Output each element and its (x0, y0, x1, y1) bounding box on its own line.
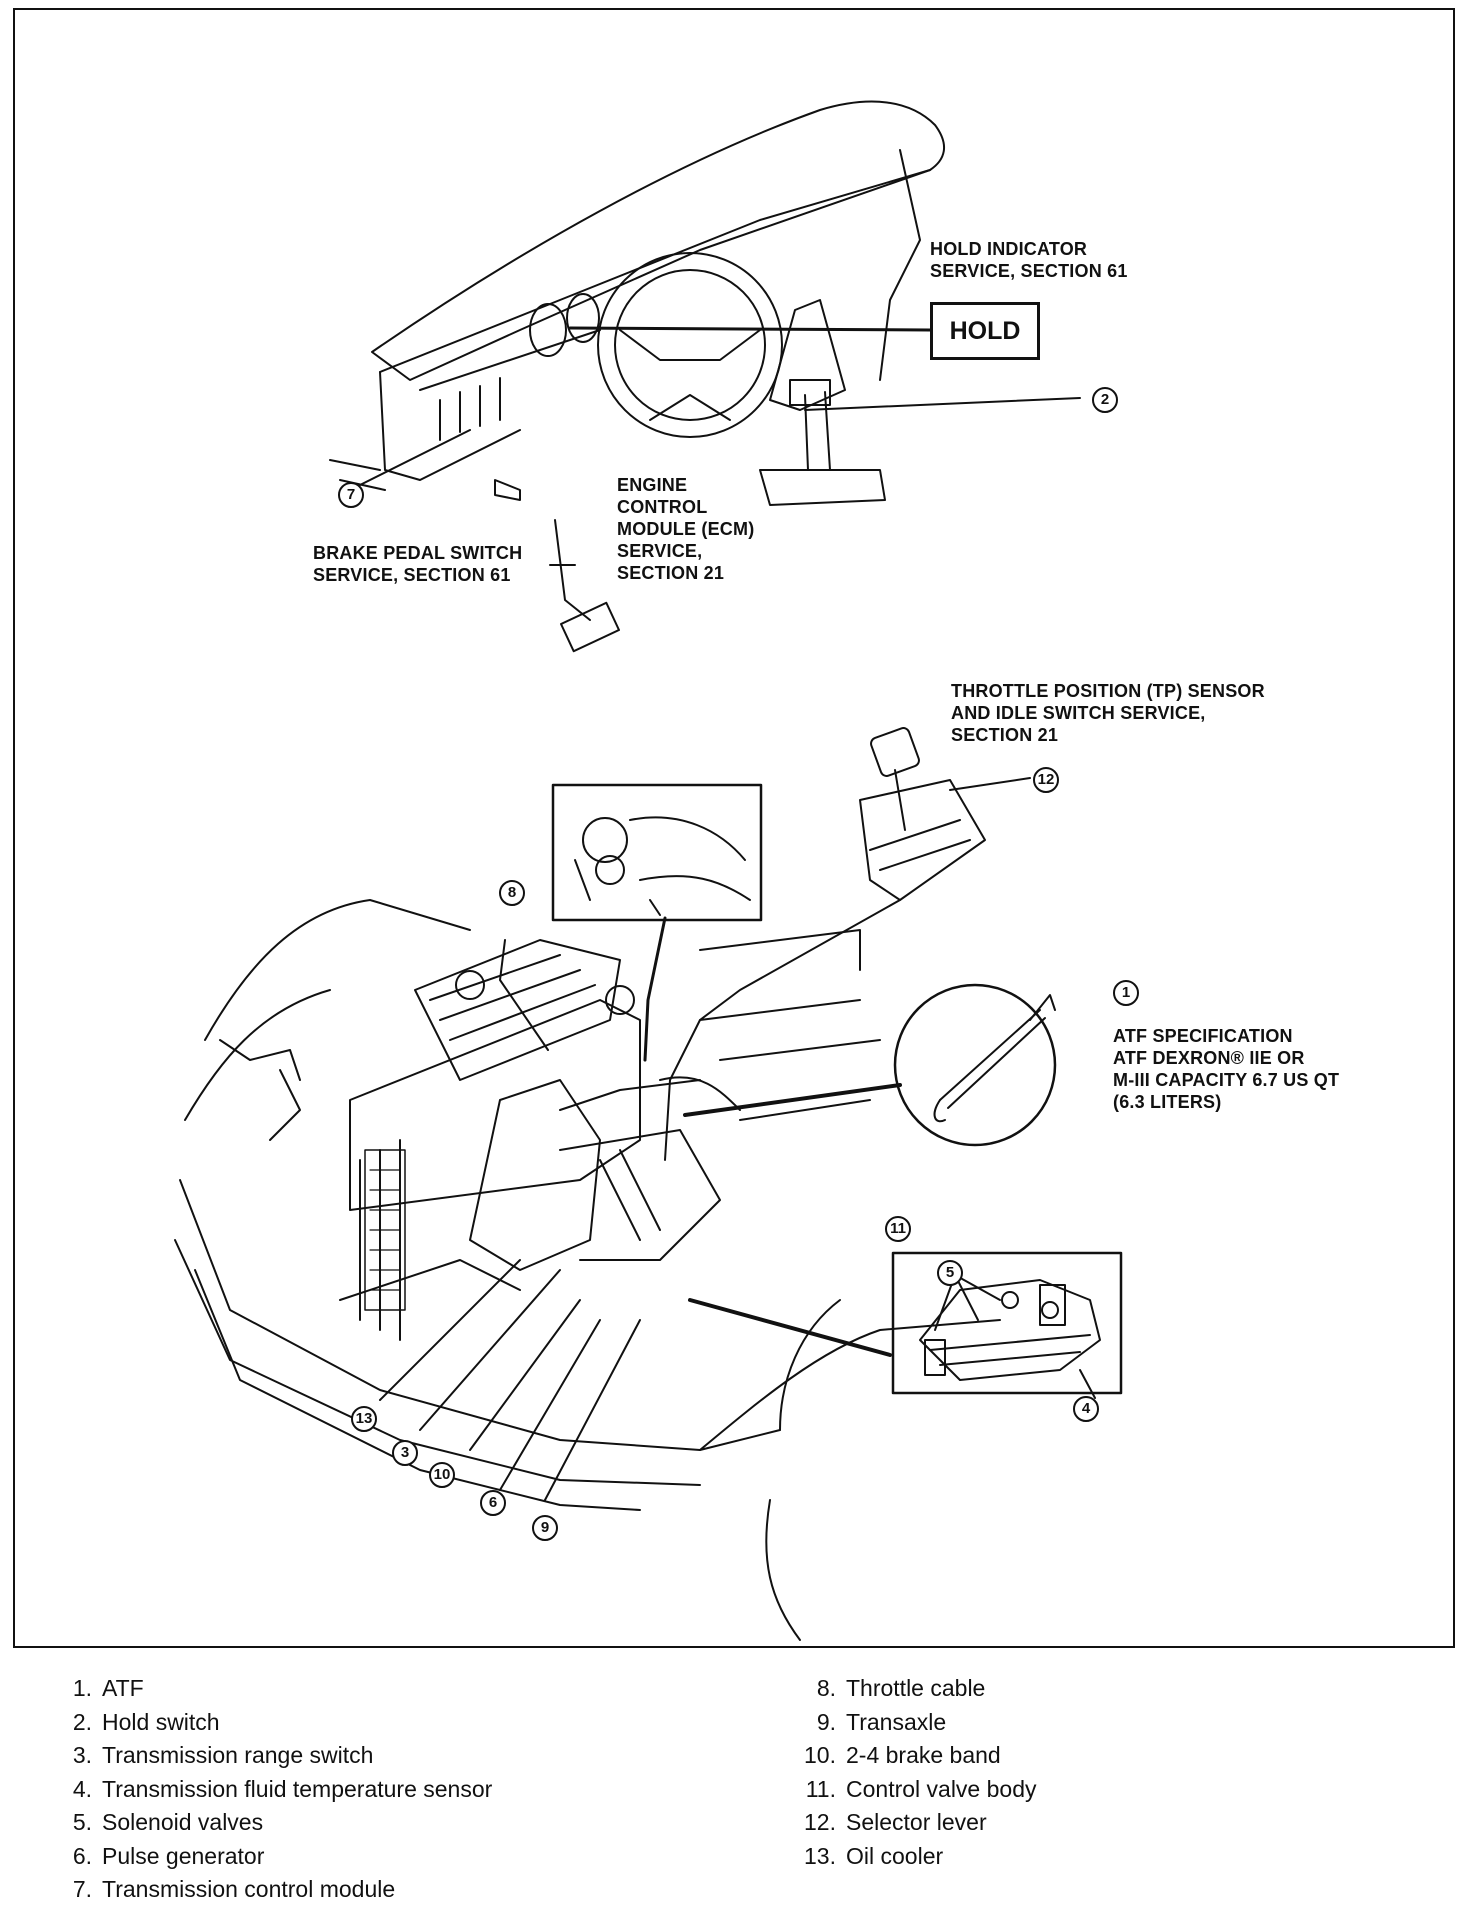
legend-text: Transmission fluid temperature sensor (102, 1775, 493, 1802)
legend-item: 12. Selector lever (786, 1806, 1037, 1840)
marker-13: 13 (351, 1406, 377, 1432)
marker-11: 11 (885, 1216, 911, 1242)
legend-text: Throttle cable (846, 1675, 986, 1701)
legend-item: 6. Pulse generator (46, 1840, 492, 1874)
diagram-frame (13, 8, 1455, 1648)
engine-inset-illustration (574, 816, 751, 916)
legend-text: ATF (102, 1675, 144, 1701)
marker-5: 5 (937, 1260, 963, 1286)
legend-item: 3. Transmission range switch (46, 1739, 492, 1773)
marker-9: 9 (532, 1515, 558, 1541)
legend-left-column: 1. ATF 2. Hold switch 3. Transmission range… (46, 1672, 493, 1907)
legend-text: 2-4 brake band (846, 1742, 1001, 1768)
marker-2: 2 (1092, 387, 1118, 413)
selector-lever-illustration (664, 727, 1031, 1161)
marker-10: 10 (429, 1462, 455, 1488)
legend-item: 7. Transmission control module (46, 1873, 492, 1907)
legend-text: Hold switch (102, 1708, 220, 1735)
valve-body-illustration (919, 1274, 1101, 1399)
legend-item: 11. Control valve body (786, 1773, 1037, 1807)
legend-item: 4. Transmission fluid temperature sensor (46, 1773, 493, 1807)
marker-8: 8 (499, 880, 525, 906)
legend-item: 10. 2-4 brake band (786, 1739, 1037, 1773)
legend-item: 1. ATF (46, 1672, 492, 1706)
legend-number: 13. (804, 1842, 836, 1869)
legend-number: 4. (72, 1775, 92, 1802)
legend-item: 13. Oil cooler (786, 1840, 1037, 1874)
legend-item: 5. Solenoid valves (46, 1806, 492, 1840)
legend-item: 8. Throttle cable (786, 1672, 1037, 1706)
legend-text: Oil cooler (846, 1842, 944, 1869)
atf-dipstick-illustration (933, 994, 1056, 1123)
legend-text: Selector lever (846, 1809, 987, 1835)
hold-indicator-callout: HOLD INDICATOR SERVICE, SECTION 61 (930, 239, 1128, 281)
legend-number: 5. (72, 1809, 92, 1835)
legend-number: 3. (72, 1742, 92, 1768)
legend-number: 9. (816, 1708, 836, 1735)
brake-pedal-callout: BRAKE PEDAL SWITCH SERVICE, SECTION 61 (313, 543, 523, 585)
marker-7: 7 (338, 482, 364, 508)
legend-number: 2. (72, 1708, 92, 1735)
marker-4: 4 (1073, 1396, 1099, 1422)
hold-indicator-box: HOLD (930, 302, 1040, 360)
legend-number: 8. (816, 1675, 836, 1701)
legend-item: 9. Transaxle (786, 1706, 1037, 1740)
legend-text: Transmission range switch (102, 1742, 374, 1768)
legend-number: 7. (72, 1876, 92, 1902)
car-engine-illustration (174, 899, 1001, 1641)
tp-sensor-callout: THROTTLE POSITION (TP) SENSOR AND IDLE S… (951, 681, 1265, 745)
dashboard-illustration (329, 100, 945, 653)
legend-text: Solenoid valves (102, 1809, 264, 1835)
legend-right-column: 8. Throttle cable 9. Transaxle 10. 2-4 brak… (786, 1672, 1037, 1874)
legend-number: 10. (804, 1742, 836, 1768)
marker-12: 12 (1033, 767, 1059, 793)
marker-6: 6 (480, 1490, 506, 1516)
ecm-callout: ENGINE CONTROL MODULE (ECM) SERVICE, SEC… (617, 475, 755, 583)
atf-spec-callout: ATF SPECIFICATION ATF DEXRON® IIE OR M-I… (1113, 1026, 1340, 1112)
legend-number: 11. (805, 1775, 836, 1802)
marker-3: 3 (392, 1440, 418, 1466)
legend-text: Transmission control module (102, 1876, 396, 1902)
legend-number: 12. (804, 1809, 836, 1835)
marker-1: 1 (1113, 980, 1139, 1006)
legend-text: Control valve body (846, 1775, 1037, 1802)
legend-number: 6. (72, 1842, 92, 1869)
legend-number: 1. (72, 1675, 92, 1701)
legend-text: Pulse generator (102, 1842, 265, 1869)
legend-text: Transaxle (846, 1708, 947, 1735)
legend-item: 2. Hold switch (46, 1706, 492, 1740)
